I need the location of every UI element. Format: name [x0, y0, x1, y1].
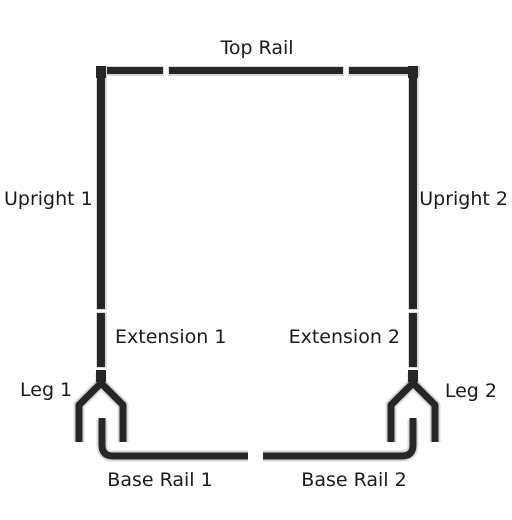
- base-rail-1: [96, 418, 248, 462]
- extension-1: [96, 312, 107, 368]
- top-rail: [96, 66, 420, 76]
- label-top-rail: Top Rail: [219, 37, 293, 59]
- label-base-rail-1: Base Rail 1: [107, 469, 212, 491]
- label-base-rail-2: Base Rail 2: [301, 469, 406, 491]
- leg-2: [385, 370, 441, 442]
- label-upright-1: Upright 1: [4, 188, 93, 210]
- label-extension-2: Extension 2: [289, 326, 400, 348]
- upright-2: [408, 66, 419, 310]
- label-upright-2: Upright 2: [419, 188, 508, 210]
- base-rail-2: [263, 418, 419, 462]
- label-extension-1: Extension 1: [115, 326, 226, 348]
- leg-1: [73, 370, 129, 442]
- upright-1: [96, 66, 107, 310]
- label-leg-2: Leg 2: [445, 380, 497, 402]
- label-leg-1: Leg 1: [20, 379, 72, 401]
- extension-2: [408, 312, 419, 368]
